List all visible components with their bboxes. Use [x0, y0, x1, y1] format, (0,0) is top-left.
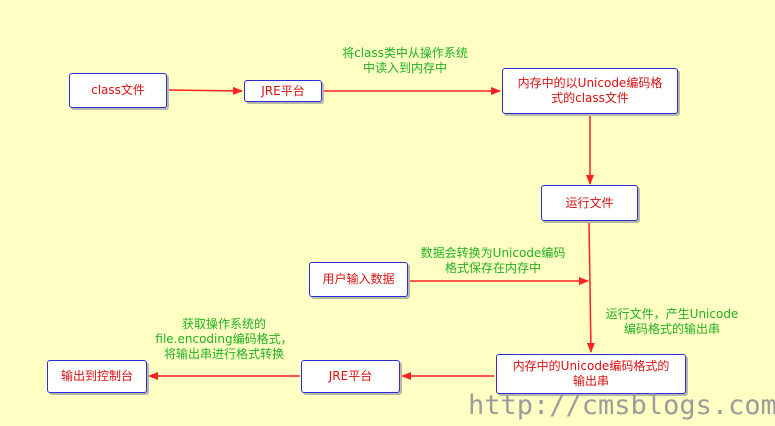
user-input-node: 用户输入数据: [309, 262, 408, 297]
arrow-class-to-jre: [166, 86, 243, 95]
jre-platform-bottom-node: JRE平台: [301, 360, 400, 393]
label-load-to-memory: 将class类中从操作系统 中读入到内存中: [342, 46, 468, 75]
memory-unicode-output-node: 内存中的Unicode编码格式的 输出串: [496, 354, 686, 394]
memory-unicode-class-node: 内存中的以Unicode编码格 式的class文件: [502, 68, 678, 114]
watermark: http://cmsblogs.com/: [468, 390, 775, 421]
label-fetch-encoding: 获取操作系统的 file.encoding编码格式， 将输出串进行格式转换: [155, 317, 293, 361]
class-file-node: class文件: [69, 73, 167, 108]
run-file-node: 运行文件: [541, 185, 638, 221]
arrow-run-to-output: [586, 220, 595, 353]
console-output-node: 输出到控制台: [47, 360, 147, 393]
jre-platform-top-node: JRE平台: [244, 80, 322, 102]
label-convert-to-unicode: 数据会转换为Unicode编码 格式保存在内存中: [420, 246, 566, 275]
label-produce-output: 运行文件，产生Unicode 编码格式的输出串: [605, 307, 739, 336]
